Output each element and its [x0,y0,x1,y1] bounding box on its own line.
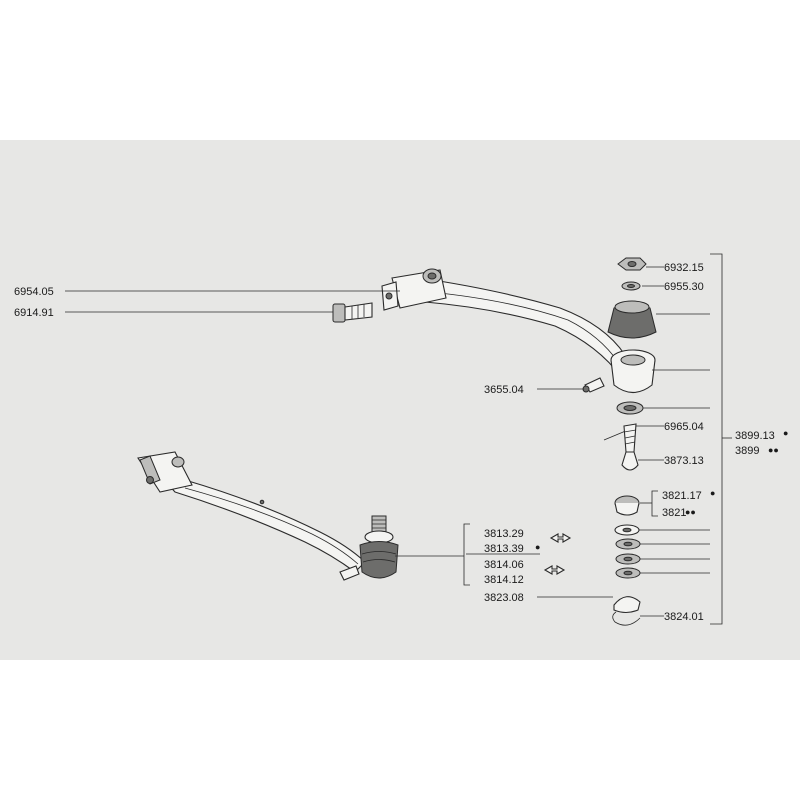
upper-ball-socket [610,349,656,394]
ball-pin-3873-13 [603,423,639,471]
washer-stack [614,524,641,579]
label-3899: 3899 [735,445,759,457]
seat-3821-17 [614,495,640,516]
lower-ball-joint [339,515,399,581]
steering-linkage-diagram: 6954.05 6914.91 3655.04 6932.15 6955.30 … [14,253,788,626]
part-number-labels: 6954.05 6914.91 3655.04 6932.15 6955.30 … [14,262,788,623]
leader-lines [65,253,732,625]
label-3824-01: 3824.01 [664,611,704,623]
label-6932-15: 6932.15 [664,262,704,274]
label-3814-06: 3814.06 [484,559,524,571]
label-3899-13: 3899.13 [735,430,775,442]
label-3873-13: 3873.13 [664,455,704,467]
marker-one-dot: ● [783,428,788,438]
arrow-markers [543,533,572,575]
label-3813-29: 3813.29 [484,528,524,540]
label-3655-04: 3655.04 [484,384,524,396]
label-3813-39: 3813.39 [484,543,524,555]
cap-3823-08 [613,596,641,614]
label-6965-04: 6965.04 [664,421,704,433]
dust-boot [607,300,657,339]
ring-6965-04 [616,401,644,415]
label-6954-05: 6954.05 [14,286,54,298]
nut-6932-15 [617,257,647,271]
label-3823-08: 3823.08 [484,592,524,604]
parts-diagram-sheet: 6954.05 6914.91 3655.04 6932.15 6955.30 … [0,140,800,660]
bolt-6914-91 [332,302,373,323]
marker-two-dots: ●● [768,445,779,455]
marker-one-dot: ● [710,488,715,498]
washer-6955-30 [621,281,641,291]
marker-two-dots: ●● [685,507,696,517]
label-3814-12: 3814.12 [484,574,524,586]
circlip-3824-01 [612,611,641,626]
label-3821: 3821 [662,507,686,519]
upper-drag-link [381,268,641,379]
label-6914-91: 6914.91 [14,307,54,319]
label-3821-17: 3821.17 [662,490,702,502]
label-6955-30: 6955.30 [664,281,704,293]
marker-one-dot: ● [535,542,540,552]
grease-nipple-3655-04 [582,377,605,393]
lower-tie-rod [137,451,366,573]
